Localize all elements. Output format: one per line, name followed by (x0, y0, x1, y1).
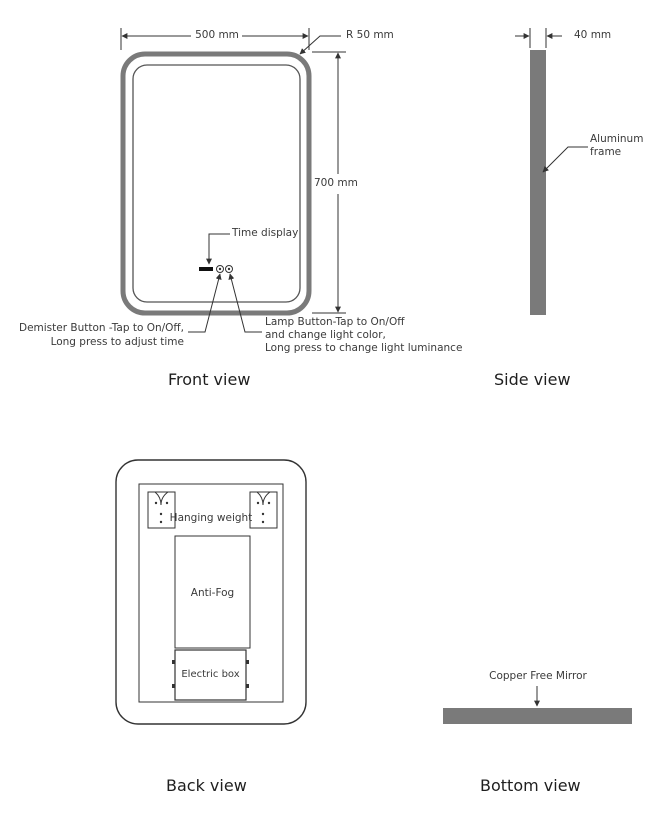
bottom-mirror-profile (443, 708, 632, 724)
lamp-label-line1: Lamp Button-Tap to On/Off (265, 316, 405, 328)
electric-box-label: Electric box (181, 669, 240, 680)
bottom-view-title: Bottom view (480, 776, 581, 795)
depth-dimension-label: 40 mm (574, 29, 612, 41)
demister-label-line2: Long press to adjust time (50, 336, 184, 348)
height-dimension-label: 700 mm (314, 177, 358, 189)
back-inner-panel (138, 483, 284, 703)
demister-label-line1: Demister Button -Tap to On/Off, (18, 322, 184, 334)
side-frame-profile (530, 50, 546, 315)
demister-leader (188, 273, 222, 333)
lamp-leader (228, 273, 262, 333)
front-mirror-inner-glass (132, 64, 301, 303)
time-display-symbol (199, 267, 213, 271)
radius-dimension-label: R 50 mm (346, 29, 394, 41)
back-view-drawing (115, 459, 307, 725)
demister-button-icon (216, 265, 224, 273)
front-view-title: Front view (168, 370, 251, 389)
back-outer-frame (115, 459, 307, 725)
side-view-title: Side view (494, 370, 571, 389)
anti-fog-label: Anti-Fog (190, 587, 235, 599)
width-dimension-label: 500 mm (195, 29, 239, 41)
time-display-leader (206, 233, 230, 265)
hanging-bracket-right (249, 491, 278, 529)
aluminum-frame-leader (542, 146, 588, 173)
hanging-weight-label: Hanging weight (169, 512, 253, 524)
bottom-view-drawing (443, 686, 632, 724)
electric-box (174, 649, 247, 701)
copper-free-mirror-label: Copper Free Mirror (489, 670, 587, 682)
hanging-bracket-left (147, 491, 176, 529)
time-display-label: Time display (232, 227, 299, 239)
lamp-label-line2: and change light color, (265, 329, 386, 341)
front-view-drawing (120, 28, 346, 333)
side-view-drawing (515, 28, 588, 315)
aluminum-frame-label-line1: Aluminum (590, 133, 644, 145)
back-view-title: Back view (166, 776, 247, 795)
aluminum-frame-label-line2: frame (590, 146, 622, 158)
front-mirror-outer-frame (120, 51, 312, 316)
radius-leader (299, 35, 341, 55)
lamp-button-icon (225, 265, 233, 273)
lamp-label-line3: Long press to change light luminance (265, 342, 463, 354)
anti-fog-pad (174, 535, 251, 649)
